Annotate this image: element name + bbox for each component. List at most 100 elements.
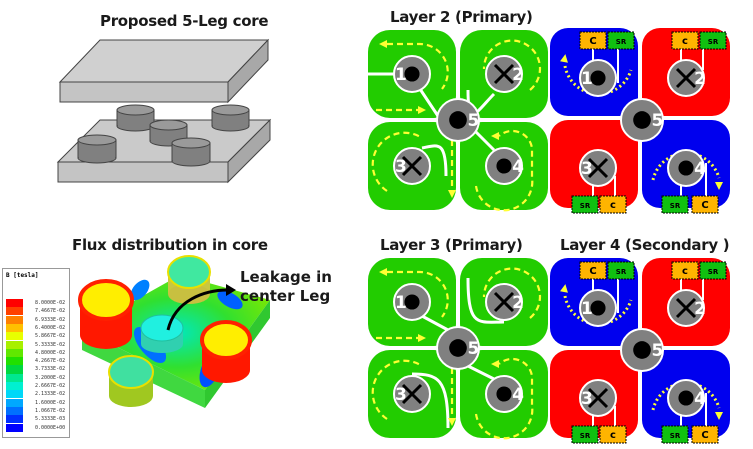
capacitor-box-label: c xyxy=(682,36,688,47)
leg-label: 4 xyxy=(694,159,706,179)
capacitor-box-label: c xyxy=(610,430,616,441)
legend-label: 7.4667E-02 xyxy=(35,308,66,315)
legend-swatch xyxy=(6,373,23,382)
leg-label: 4 xyxy=(694,389,706,409)
flux-arrow-head-icon xyxy=(560,284,568,293)
leg-label: 1 xyxy=(581,299,593,319)
legend-label: 8.0000E-02 xyxy=(35,300,66,306)
legend-entry: 5.3333E-03 xyxy=(6,415,66,424)
legend-entry: 4.8000E-02 xyxy=(6,348,66,357)
legend-swatch xyxy=(6,315,23,324)
flux-path xyxy=(387,270,449,318)
leg-label: 1 xyxy=(395,65,407,85)
leg-label: 2 xyxy=(512,293,524,313)
leg-label: 2 xyxy=(512,65,524,85)
legend-label: 6.9333E-02 xyxy=(35,316,66,323)
flux-arrow-head-icon xyxy=(491,360,499,368)
legend-entry: 6.4000E-02 xyxy=(6,323,66,333)
sr-box xyxy=(607,31,635,50)
leg-label: 1 xyxy=(581,69,593,89)
leg-label: 2 xyxy=(694,299,706,319)
flux-arrow-head-icon xyxy=(379,40,387,48)
sr-box xyxy=(607,261,635,280)
leg-label: 4 xyxy=(512,157,524,177)
sr-box-label: SR xyxy=(708,268,719,276)
legend-entry: 3.2000E-02 xyxy=(6,373,66,382)
capacitor-box-label: C xyxy=(701,430,708,441)
sr-box-label: SR xyxy=(616,38,627,46)
legend-swatch xyxy=(6,390,23,399)
legend-label: 5.8667E-02 xyxy=(35,333,66,340)
legend-entry: 7.4667E-02 xyxy=(6,307,66,316)
capacitor-box-label: c xyxy=(682,266,688,277)
current-out-dot-icon xyxy=(496,158,512,174)
leakage-arrow xyxy=(166,288,229,331)
flux-leg-top xyxy=(167,255,211,304)
capacitor-box xyxy=(691,425,719,444)
layer2-title: Layer 2 (Primary) xyxy=(390,8,533,26)
capacitor-box-label: c xyxy=(610,200,616,211)
leakage-line-2: center Leg xyxy=(240,287,331,305)
flux-leg-right xyxy=(200,320,252,383)
legend-entry: 1.6000E-02 xyxy=(6,398,66,407)
capacitor-box xyxy=(579,261,607,280)
legend-swatch xyxy=(6,348,23,357)
current-in-cross-icon xyxy=(493,291,515,313)
flux-arrow-head-icon xyxy=(491,132,499,140)
current-in-cross-icon xyxy=(493,63,515,85)
leg-label: 4 xyxy=(512,385,524,405)
capacitor-box xyxy=(671,261,699,280)
leg-label: 3 xyxy=(581,159,593,179)
sr-box-label: SR xyxy=(580,432,591,440)
flux-arrow-head-icon xyxy=(560,54,568,63)
legend-label: 4.2667E-02 xyxy=(35,358,66,365)
flux-path xyxy=(651,151,721,181)
winding-slit xyxy=(467,364,497,382)
current-out-dot-icon xyxy=(449,111,467,129)
legend-label: 2.1333E-02 xyxy=(35,391,66,398)
flux-path xyxy=(371,131,423,192)
current-out-dot-icon xyxy=(678,390,694,406)
sr-box xyxy=(699,261,727,280)
leakage-annotation: Leakage in center Leg xyxy=(240,268,332,306)
flux-path xyxy=(371,359,423,420)
leg-label: 5 xyxy=(651,111,663,131)
legend-entry: 3.7333E-02 xyxy=(6,365,66,374)
current-out-dot-icon xyxy=(404,66,420,82)
legend-label: 3.7333E-02 xyxy=(35,366,66,373)
legend-label: 3.2000E-02 xyxy=(35,374,66,381)
capacitor-box xyxy=(579,31,607,50)
legend-label: 5.3333E-03 xyxy=(35,416,66,423)
capacitor-box-label: C xyxy=(589,266,596,277)
legend-entry: 4.2667E-02 xyxy=(6,357,66,366)
current-in-cross-icon xyxy=(401,383,423,405)
sr-box-label: SR xyxy=(670,432,681,440)
legend-swatch xyxy=(6,423,23,432)
winding-slit xyxy=(466,277,505,324)
legend-swatch xyxy=(6,323,23,333)
flux-arrow-head-icon xyxy=(715,412,723,420)
legend-label: 2.6667E-02 xyxy=(35,383,66,389)
current-out-dot-icon xyxy=(590,300,606,316)
flux-path xyxy=(474,129,534,212)
legend-swatch xyxy=(6,398,23,407)
core-leg-back-right xyxy=(211,104,250,132)
current-out-dot-icon xyxy=(678,160,694,176)
flux-leg-center xyxy=(140,314,184,353)
legend-entry: 2.6667E-02 xyxy=(6,382,66,391)
leg-label: 2 xyxy=(694,69,706,89)
current-out-dot-icon xyxy=(404,294,420,310)
layer4-title: Layer 4 (Secondary ) xyxy=(560,236,730,254)
flux-path xyxy=(482,39,542,91)
legend-swatch xyxy=(6,357,23,366)
legend-label: 5.3333E-02 xyxy=(35,341,66,348)
winding-slit xyxy=(472,128,496,152)
flux-path xyxy=(482,267,542,319)
legend-entry: 6.9333E-02 xyxy=(6,315,66,324)
